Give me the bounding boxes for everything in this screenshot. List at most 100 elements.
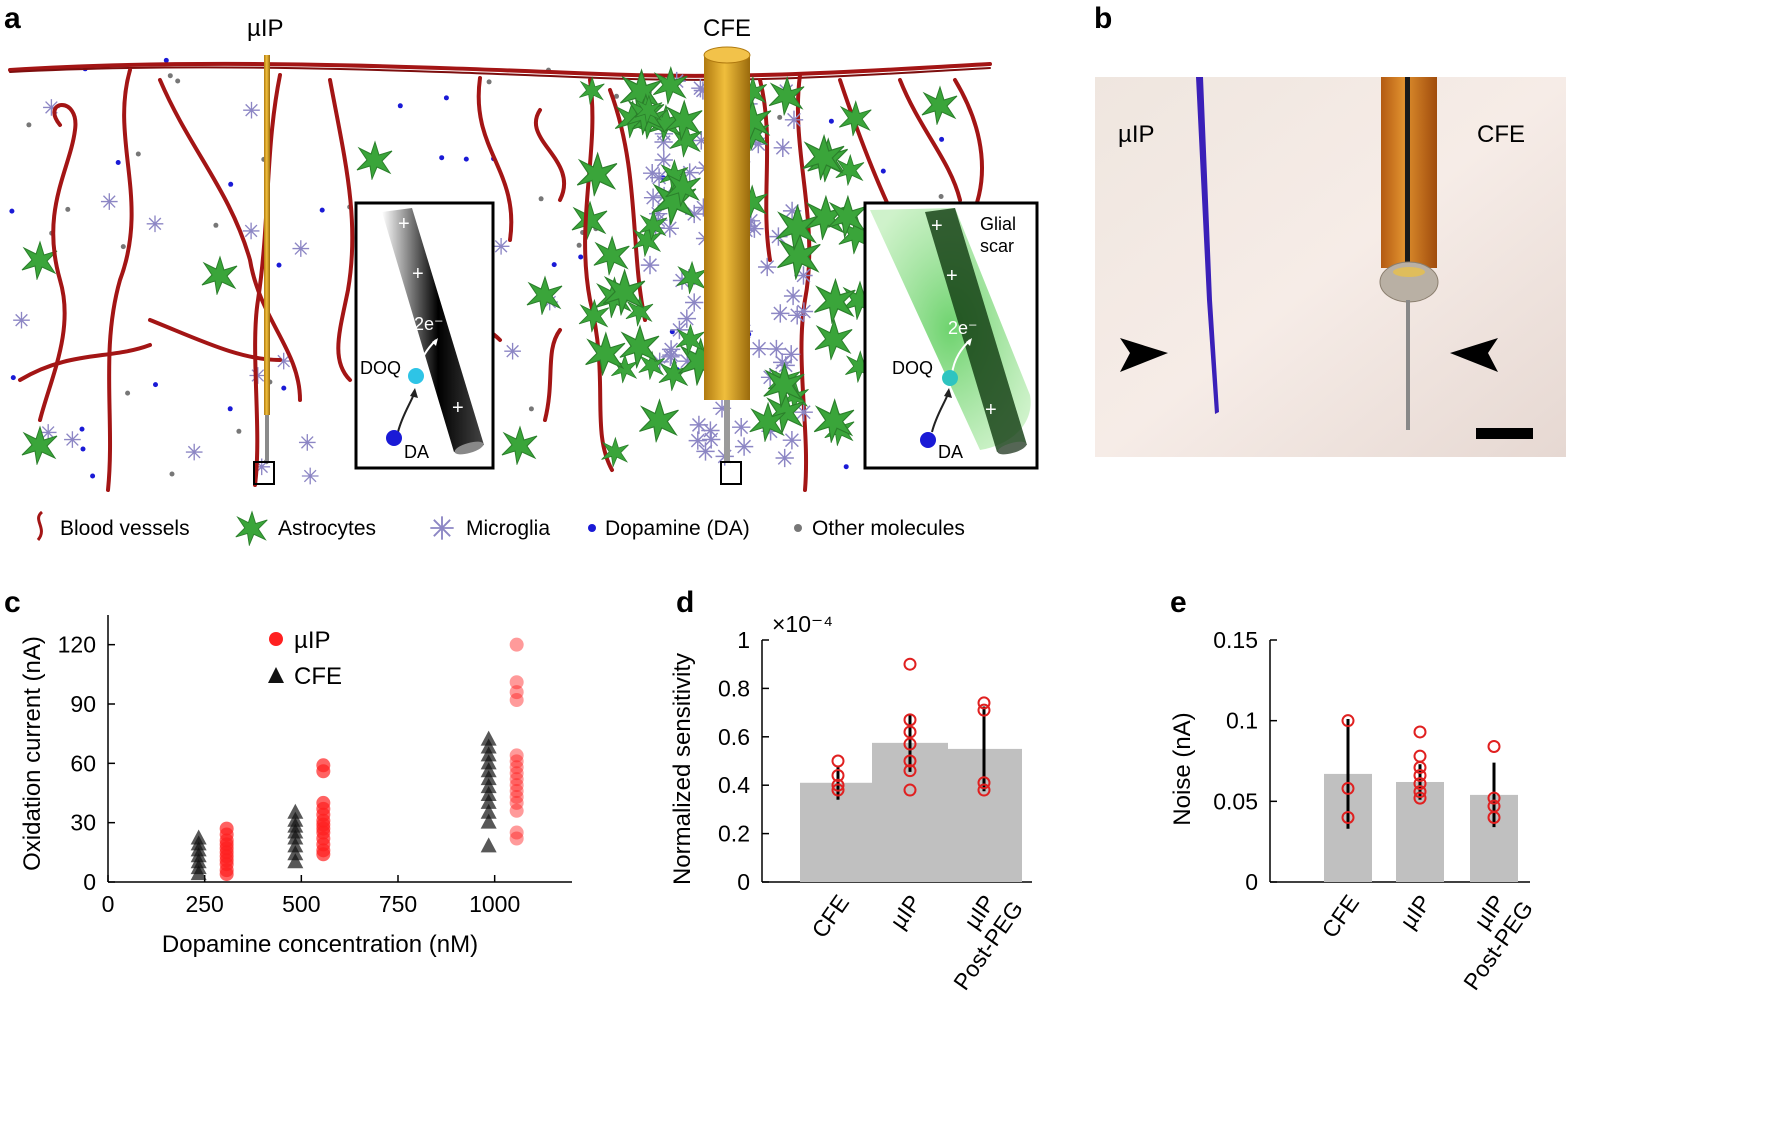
replicate-point: [977, 776, 991, 790]
photo-panel-b: µIP CFE: [1095, 77, 1566, 457]
molecule-dot: [169, 471, 175, 477]
replicate-point: [903, 713, 917, 727]
molecule-dot: [26, 122, 32, 128]
photo-background: [1095, 77, 1566, 457]
legend-vessel-icon: [36, 510, 44, 541]
legend-astrocytes: Astrocytes: [278, 517, 376, 540]
dopamine-dot: [828, 118, 834, 124]
legend-uip-marker: [269, 632, 283, 646]
cfe-point: [287, 845, 304, 861]
microglia-icon: [100, 192, 119, 211]
replicate-point: [977, 703, 991, 717]
replicate-point: [1413, 791, 1427, 805]
molecule-dot: [528, 406, 534, 412]
x-tick-label: 750: [379, 891, 417, 917]
astrocyte-icon: [921, 86, 958, 125]
photo-uip-label: µIP: [1118, 121, 1155, 148]
molecule-dot: [65, 206, 71, 212]
inset-left: + + + 2e⁻ DOQ DA: [354, 201, 495, 470]
uip-point: [509, 772, 524, 787]
schematic-legend: Blood vessels Astrocytes Microglia Dopam…: [36, 510, 965, 546]
dopamine-dot: [80, 446, 86, 452]
replicate-point: [1487, 739, 1501, 753]
cfe-point: [287, 853, 304, 869]
inset-right-doq: DOQ: [892, 358, 933, 378]
legend-microglia: Microglia: [466, 517, 550, 540]
astrocyte-icon: [501, 426, 538, 465]
photo-arrowhead-right: [1450, 338, 1498, 372]
dopamine-dot: [843, 464, 849, 470]
y-tick-label: 0: [83, 869, 96, 895]
astrocyte-icon: [814, 319, 853, 360]
replicate-point: [831, 769, 845, 783]
microglia-icon: [676, 308, 697, 329]
microglia-icon: [63, 430, 82, 449]
uip-point: [509, 675, 524, 690]
molecule-dot: [938, 194, 944, 199]
astrocyte-icon: [838, 101, 872, 136]
uip-point: [509, 766, 524, 781]
uip-point: [509, 748, 524, 763]
microglia-icon: [734, 436, 754, 457]
x-axis-label: Dopamine concentration (nM): [162, 931, 478, 958]
inset-left-electrons: 2e⁻: [414, 314, 444, 334]
microglia-icon: [640, 255, 660, 275]
blood-vessels: [8, 61, 992, 492]
uip-point: [509, 789, 524, 804]
y-tick-label: 0.4: [718, 772, 750, 798]
microglia-icon: [757, 257, 778, 277]
molecule-dot: [538, 196, 544, 202]
cfe-point: [480, 762, 497, 778]
inset-right-plus-2: +: [946, 265, 958, 287]
replicate-point: [903, 725, 917, 739]
dopamine-dot: [227, 406, 233, 412]
molecule-dot: [576, 242, 582, 248]
cfe-point: [480, 778, 497, 794]
uip-point: [509, 784, 524, 799]
inset-right-scar-1: Glial: [980, 214, 1016, 234]
astrocyte-icon: [578, 77, 605, 105]
x-category-label: CFE: [806, 890, 854, 943]
dopamine-dot: [939, 136, 945, 142]
cfe-point: [480, 837, 497, 853]
uip-point: [509, 637, 524, 652]
molecule-dot: [236, 428, 242, 434]
cfe-point: [480, 813, 497, 829]
dopamine-dot: [463, 156, 469, 162]
molecule-dot: [213, 222, 219, 228]
dopamine-dot: [319, 207, 325, 213]
replicate-point: [903, 764, 917, 778]
y-tick-label: 0: [737, 869, 750, 895]
legend-cfe-marker: [268, 667, 284, 683]
astrocyte-icon: [21, 241, 58, 280]
panel-letter-c: c: [4, 586, 21, 619]
dopamine-dot: [281, 385, 287, 391]
dopamine-dot: [9, 208, 15, 214]
y-tick-label: 0.2: [718, 821, 750, 847]
cfe-point: [287, 837, 304, 853]
y-axis-label: Noise (nA): [1169, 712, 1196, 825]
molecule-dot: [175, 78, 181, 84]
microglia-icon: [301, 466, 320, 486]
inset-left-plus-2: +: [412, 263, 424, 285]
microglia-icon: [749, 338, 769, 359]
dopamine-dot: [228, 181, 234, 187]
legend-blood-vessels: Blood vessels: [60, 517, 190, 540]
replicate-point: [1413, 749, 1427, 763]
dopamine-dot: [115, 160, 121, 165]
da-molecule-left: [386, 430, 402, 446]
cfe-point: [480, 730, 497, 746]
astrocyte-icon: [526, 276, 563, 315]
y-tick-label: 0.15: [1213, 627, 1258, 653]
astrocyte-icon: [593, 236, 630, 275]
x-category-label: µIP: [1395, 890, 1436, 934]
inset-left-plus-1: +: [398, 213, 410, 235]
inset-left-doq: DOQ: [360, 358, 401, 378]
microglia-icon: [782, 430, 802, 451]
dopamine-dot: [90, 473, 96, 479]
microglia-icon: [185, 443, 204, 462]
inset-right-plus-3: +: [985, 399, 997, 421]
inset-right: Glial scar + + + 2e⁻ DOQ DA: [863, 201, 1039, 470]
inset-right-da: DA: [938, 442, 963, 462]
